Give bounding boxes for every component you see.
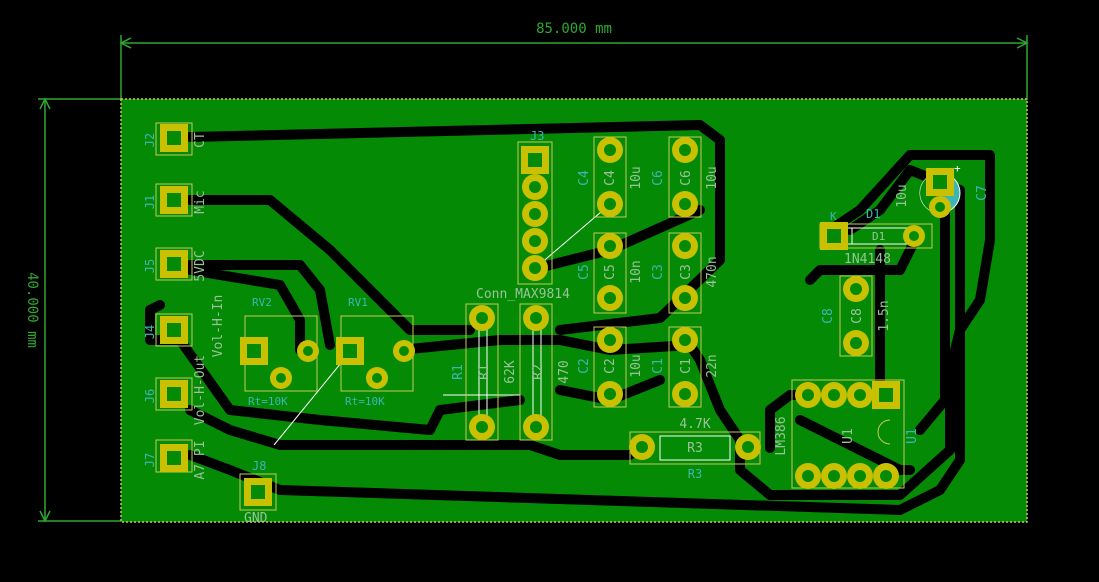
r3-ref-outer: R3 — [688, 467, 702, 481]
r3-value: 4.7K — [679, 417, 710, 432]
c4-value: 10u — [629, 166, 644, 189]
j5-value: 5VDC — [193, 250, 208, 281]
j5-ref: J5 — [143, 259, 157, 273]
c8-ref-outer: C8 — [821, 308, 836, 324]
u1-ref-outer: U1 — [905, 428, 920, 444]
c1-ref: C1 — [679, 358, 694, 374]
d1-value: 1N4148 — [844, 252, 891, 267]
j1-ref: J1 — [143, 195, 157, 209]
c8-value: 1.5n — [877, 300, 892, 331]
c6-ref: C6 — [679, 170, 694, 186]
c3-ref: C3 — [679, 264, 694, 280]
c6-ref-outer: C6 — [651, 170, 666, 186]
r1-ref: R1 — [477, 364, 492, 380]
c8-ref: C8 — [850, 308, 865, 324]
c1-value: 22n — [705, 354, 720, 377]
rv2-value: Rt=10K — [248, 395, 288, 408]
j2-value: CT — [193, 132, 208, 148]
c2-ref-outer: C2 — [577, 358, 592, 374]
j7-value: A7 PI — [193, 440, 208, 479]
d1-cathode-mark: K — [830, 210, 837, 223]
c4-ref: C4 — [603, 170, 618, 186]
j8-value: GND — [244, 511, 268, 526]
j8-ref: J8 — [252, 459, 266, 473]
c3-ref-outer: C3 — [651, 264, 666, 280]
j1-value: Mic — [193, 190, 208, 213]
u1-value: LM386 — [774, 416, 789, 455]
j6-value: Vol-H-Out — [193, 355, 208, 425]
rv2-ref: RV2 — [252, 296, 272, 309]
r2-value: 470 — [557, 360, 572, 383]
c2-value: 10u — [629, 354, 644, 377]
r1-ref-outer: R1 — [451, 364, 466, 380]
d1-ref: D1 — [872, 230, 885, 243]
c6-value: 10u — [705, 166, 720, 189]
width-dimension — [119, 35, 1029, 100]
c5-value: 10n — [629, 260, 644, 283]
height-dimension — [38, 97, 121, 523]
j4-value: Vol-H-In — [211, 295, 226, 358]
r2-ref: R2 — [531, 364, 546, 380]
j3-header-pads — [521, 146, 549, 281]
board-edge-outline — [120, 98, 1028, 523]
c7-value: 10u — [895, 184, 910, 207]
rv1-value: Rt=10K — [345, 395, 385, 408]
j7-ref: J7 — [143, 453, 157, 467]
j6-ref: J6 — [143, 389, 157, 403]
r1-value: 62K — [503, 360, 518, 384]
c4-ref-outer: C4 — [577, 170, 592, 186]
width-dimension-label: 85.000 mm — [536, 21, 612, 37]
c5-ref-outer: C5 — [577, 264, 592, 280]
r3-ref: R3 — [687, 441, 703, 456]
height-dimension-label: 40.000 mm — [24, 272, 40, 348]
copper-traces — [145, 120, 995, 515]
j2-ref: J2 — [143, 133, 157, 147]
c2-ref: C2 — [603, 358, 618, 374]
c7-plus-mark: + — [954, 162, 961, 175]
rv1-ref: RV1 — [348, 296, 368, 309]
c3-value: 470n — [705, 256, 720, 287]
c1-ref-outer: C1 — [651, 358, 666, 374]
c7-ref: C7 — [975, 185, 990, 201]
c5-ref: C5 — [603, 264, 618, 280]
j3-value: Conn_MAX9814 — [476, 287, 570, 302]
j3-ref: J3 — [530, 129, 544, 143]
d1-ref-outer: D1 — [866, 207, 880, 221]
u1-ref: U1 — [841, 428, 856, 444]
j4-ref: J4 — [143, 325, 157, 339]
